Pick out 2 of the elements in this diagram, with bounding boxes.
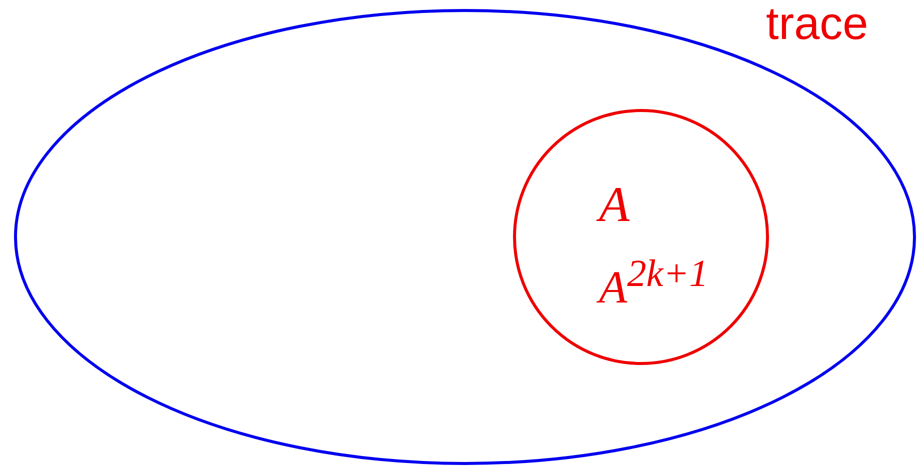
region-label: trace — [766, 0, 868, 46]
math-label: A$^{2k+1}$ — [599, 255, 708, 310]
